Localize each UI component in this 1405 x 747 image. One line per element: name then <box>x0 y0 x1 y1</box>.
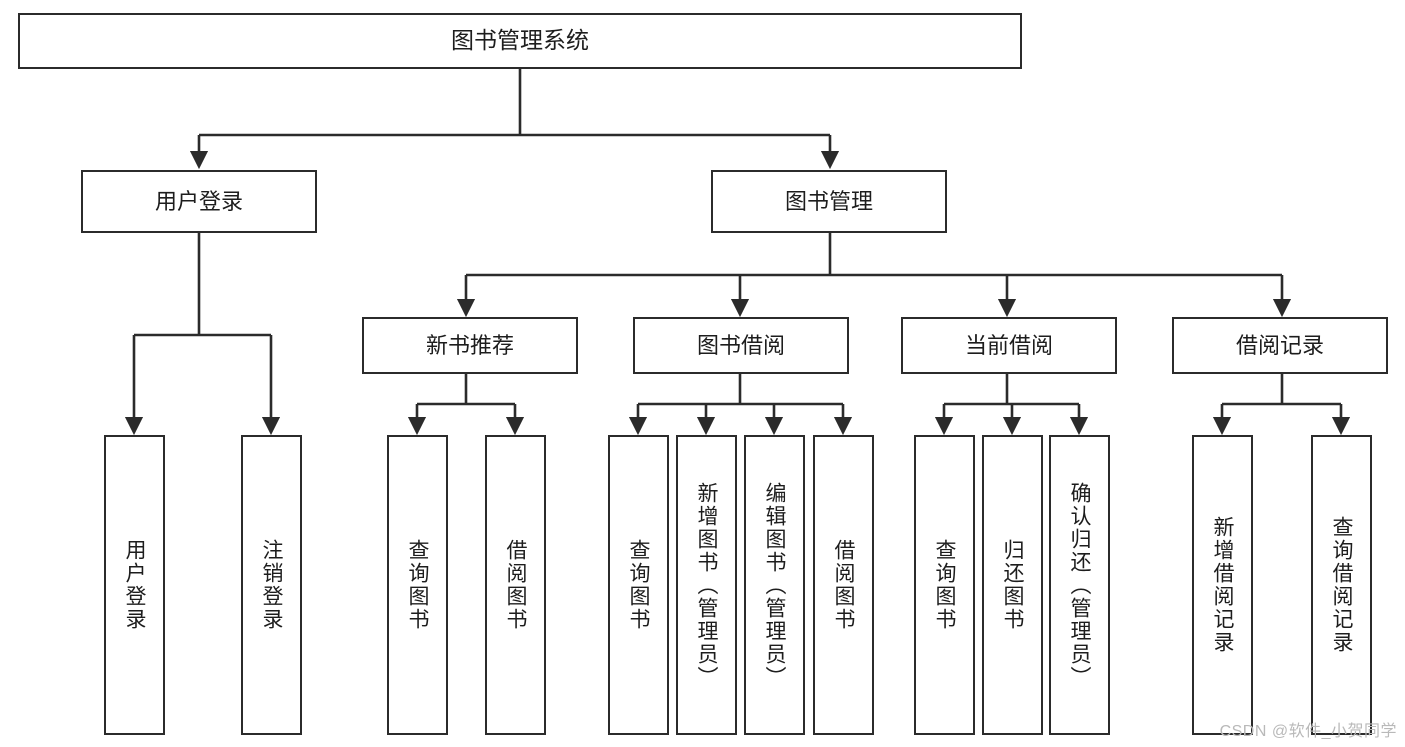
node-label: 借阅图书 <box>832 539 855 631</box>
node-leaf-borrow-query-book[interactable]: 查询图书 <box>608 435 669 735</box>
node-label: 图书借阅 <box>696 332 785 358</box>
node-leaf-records-add-record[interactable]: 新增借阅记录 <box>1192 435 1253 735</box>
node-label: 查询借阅记录 <box>1330 516 1353 654</box>
node-label: 借阅图书 <box>504 539 527 631</box>
node-book-management[interactable]: 图书管理 <box>711 170 947 233</box>
node-leaf-current-return-book[interactable]: 归还图书 <box>982 435 1043 735</box>
node-label: 图书管理系统 <box>451 27 589 54</box>
node-label: 查询图书 <box>627 539 650 631</box>
node-root-book-management-system[interactable]: 图书管理系统 <box>18 13 1022 69</box>
node-label: 新增图书（管理员） <box>695 481 718 689</box>
node-label: 注销登录 <box>260 539 283 631</box>
node-label: 新书推荐 <box>425 332 514 358</box>
node-book-borrowing[interactable]: 图书借阅 <box>633 317 849 374</box>
node-label: 借阅记录 <box>1235 332 1324 358</box>
node-leaf-records-query-record[interactable]: 查询借阅记录 <box>1311 435 1372 735</box>
node-label: 查询图书 <box>406 539 429 631</box>
node-label: 新增借阅记录 <box>1211 516 1234 654</box>
node-label: 编辑图书（管理员） <box>763 481 786 689</box>
node-leaf-current-query-book[interactable]: 查询图书 <box>914 435 975 735</box>
node-new-book-recommendation[interactable]: 新书推荐 <box>362 317 578 374</box>
node-label: 确认归还（管理员） <box>1068 481 1091 689</box>
node-label: 用户登录 <box>154 188 243 214</box>
node-label: 图书管理 <box>784 188 873 214</box>
node-leaf-borrow-borrow-book[interactable]: 借阅图书 <box>813 435 874 735</box>
node-label: 用户登录 <box>123 539 146 631</box>
node-leaf-user-login-signin[interactable]: 用户登录 <box>104 435 165 735</box>
node-borrowing-records[interactable]: 借阅记录 <box>1172 317 1388 374</box>
node-current-borrowing[interactable]: 当前借阅 <box>901 317 1117 374</box>
node-user-login[interactable]: 用户登录 <box>81 170 317 233</box>
node-leaf-new-book-query[interactable]: 查询图书 <box>387 435 448 735</box>
node-label: 归还图书 <box>1001 539 1024 631</box>
node-label: 查询图书 <box>933 539 956 631</box>
node-leaf-new-book-borrow[interactable]: 借阅图书 <box>485 435 546 735</box>
node-label: 当前借阅 <box>964 332 1053 358</box>
node-leaf-borrow-edit-book-admin[interactable]: 编辑图书（管理员） <box>744 435 805 735</box>
node-leaf-borrow-add-book-admin[interactable]: 新增图书（管理员） <box>676 435 737 735</box>
node-leaf-current-confirm-return-admin[interactable]: 确认归还（管理员） <box>1049 435 1110 735</box>
node-leaf-user-login-signout[interactable]: 注销登录 <box>241 435 302 735</box>
